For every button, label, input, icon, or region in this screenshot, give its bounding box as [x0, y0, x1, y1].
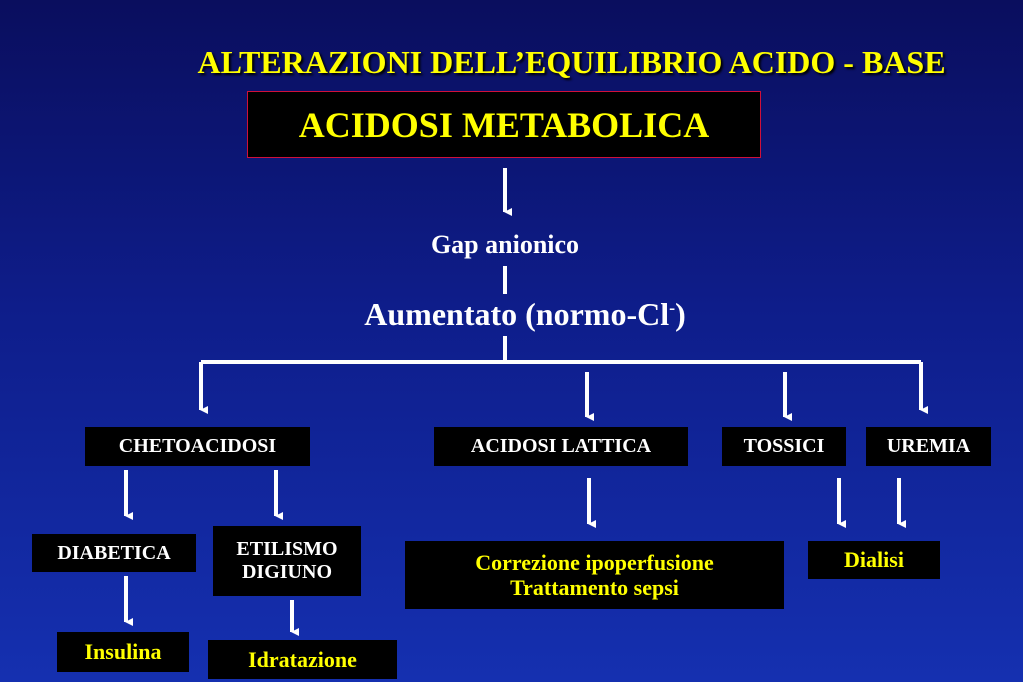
slide-title: ALTERAZIONI DELL’EQUILIBRIO ACIDO - BASE — [197, 44, 946, 80]
box-chetoacidosi: CHETOACIDOSI — [85, 427, 310, 466]
aumentato-close: ) — [675, 296, 686, 332]
box-tossici: TOSSICI — [722, 427, 846, 466]
box-diabetica: DIABETICA — [32, 534, 196, 572]
correzione-text: Correzione ipoperfusione — [475, 549, 714, 575]
aumentato-text: Aumentato (normo-Cl — [364, 296, 670, 332]
chloride-superscript: - — [669, 297, 676, 318]
box-idratazione: Idratazione — [208, 640, 397, 679]
gap-anionico-label: Gap anionico — [430, 230, 580, 259]
box-acidosi-lattica: ACIDOSI LATTICA — [434, 427, 688, 466]
box-uremia: UREMIA — [866, 427, 991, 466]
etilismo-text: ETILISMO — [236, 538, 338, 560]
aumentato-label: Aumentato (normo-Cl-) — [300, 296, 750, 333]
sepsi-text: Trattamento sepsi — [510, 575, 679, 600]
box-correzione-sepsi: Correzione ipoperfusione Trattamento sep… — [405, 541, 784, 609]
box-insulina: Insulina — [57, 632, 189, 672]
box-etilismo-digiuno: ETILISMO DIGIUNO — [213, 526, 361, 596]
digiuno-text: DIGIUNO — [241, 561, 332, 583]
box-dialisi: Dialisi — [808, 541, 940, 579]
main-box-acidosi-metabolica: ACIDOSI METABOLICA — [247, 91, 761, 158]
